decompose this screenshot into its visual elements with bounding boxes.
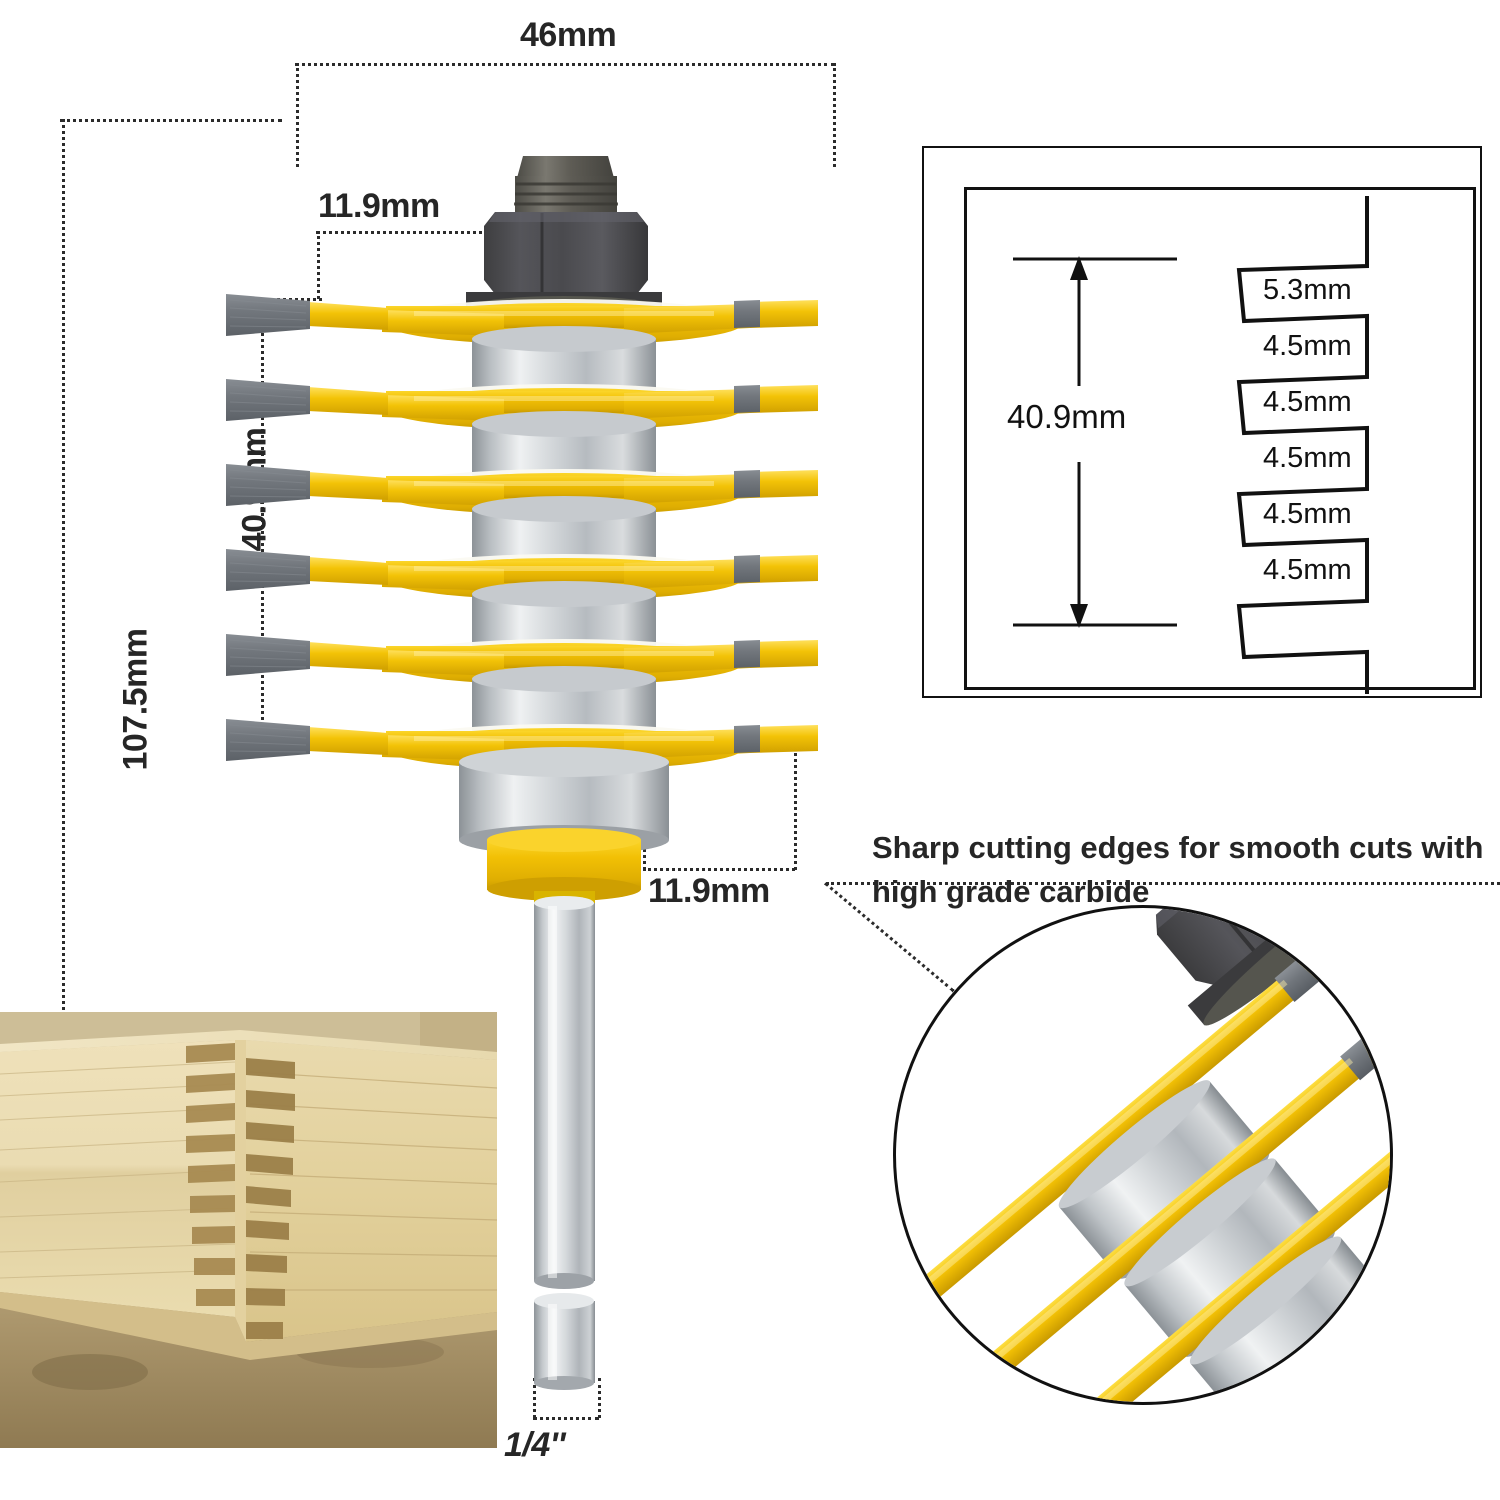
cutter-stack [225, 293, 819, 771]
box-left-face [0, 1040, 235, 1317]
dim-label-46mm: 46mm [520, 16, 617, 54]
dim-bracket-119mm-top [316, 231, 496, 234]
corner-post [235, 1040, 246, 1342]
hex-nut [484, 212, 648, 294]
threaded-stud [514, 156, 618, 216]
router-shank [534, 891, 595, 1289]
tooth-label-5: 4.5mm [1263, 498, 1352, 530]
dim-bracket-119mm-left-tick [317, 231, 320, 299]
callout-underline [826, 882, 1500, 885]
tooth-profile-inner-frame: 40.9mm 5.3mm 4.5mm 4.5mm 4.5mm 4.5mm 4.5… [964, 187, 1476, 694]
tooth-label-3: 4.5mm [1263, 386, 1352, 418]
finger-joint-detail [186, 1040, 295, 1342]
dim-bracket-409mm-vertical [261, 298, 264, 750]
dim-bracket-46mm-right-tick [833, 63, 836, 167]
dim-bracket-119mm-bottom [643, 868, 795, 871]
arrow-head-up [1070, 256, 1088, 280]
tooth-label-2: 4.5mm [1263, 330, 1352, 362]
arrow-head-down [1070, 604, 1088, 628]
height-dimension-arrow [1013, 257, 1177, 627]
magnified-hex-nut [1155, 908, 1335, 986]
dim-bracket-quarter-left-tick [533, 1378, 536, 1418]
tooth-label-4: 4.5mm [1263, 442, 1352, 474]
dim-bracket-quarter-right-tick [598, 1378, 601, 1418]
dim-bracket-46mm-left-tick [296, 63, 299, 167]
callout-text-line2: high grade carbide [872, 874, 1150, 909]
dim-bracket-quarter-bottom [533, 1417, 599, 1420]
shank-tip-segment [534, 1293, 595, 1390]
box-top-edge [0, 1030, 497, 1060]
magnified-detail-circle [893, 905, 1393, 1405]
profile-height-label: 40.9mm [1003, 398, 1131, 436]
dim-label-shank-diameter: 1/4'' [504, 1426, 565, 1464]
box-right-face [246, 1040, 497, 1342]
dim-bracket-119mm-bot-right-tick [794, 742, 797, 870]
dim-bracket-1075mm-top [60, 119, 282, 122]
dim-bracket-119mm-bot-left-tick [643, 836, 646, 870]
box-bottom-rail [0, 1292, 497, 1360]
tooth-label-6: 4.5mm [1263, 554, 1352, 586]
dim-bracket-46mm-top [295, 63, 835, 66]
tooth-profile-drawing [1013, 196, 1369, 694]
yellow-base-hub [487, 828, 641, 901]
tooth-profile-panel: 40.9mm 5.3mm 4.5mm 4.5mm 4.5mm 4.5mm 4.5… [922, 146, 1482, 698]
magnified-nut-washer [1187, 908, 1370, 1026]
dim-label-119mm-bottom: 11.9mm [648, 872, 770, 910]
dim-bracket-1075mm-vertical [62, 119, 65, 1304]
tooth-label-1: 5.3mm [1263, 274, 1352, 306]
dim-label-119mm-top: 11.9mm [318, 187, 440, 225]
magnified-router-bit [896, 908, 1390, 1402]
finger-joint-wood-photo [0, 1012, 497, 1448]
tooth-profile-path [1236, 196, 1369, 694]
callout-text-line1: Sharp cutting edges for smooth cuts with [872, 830, 1484, 865]
